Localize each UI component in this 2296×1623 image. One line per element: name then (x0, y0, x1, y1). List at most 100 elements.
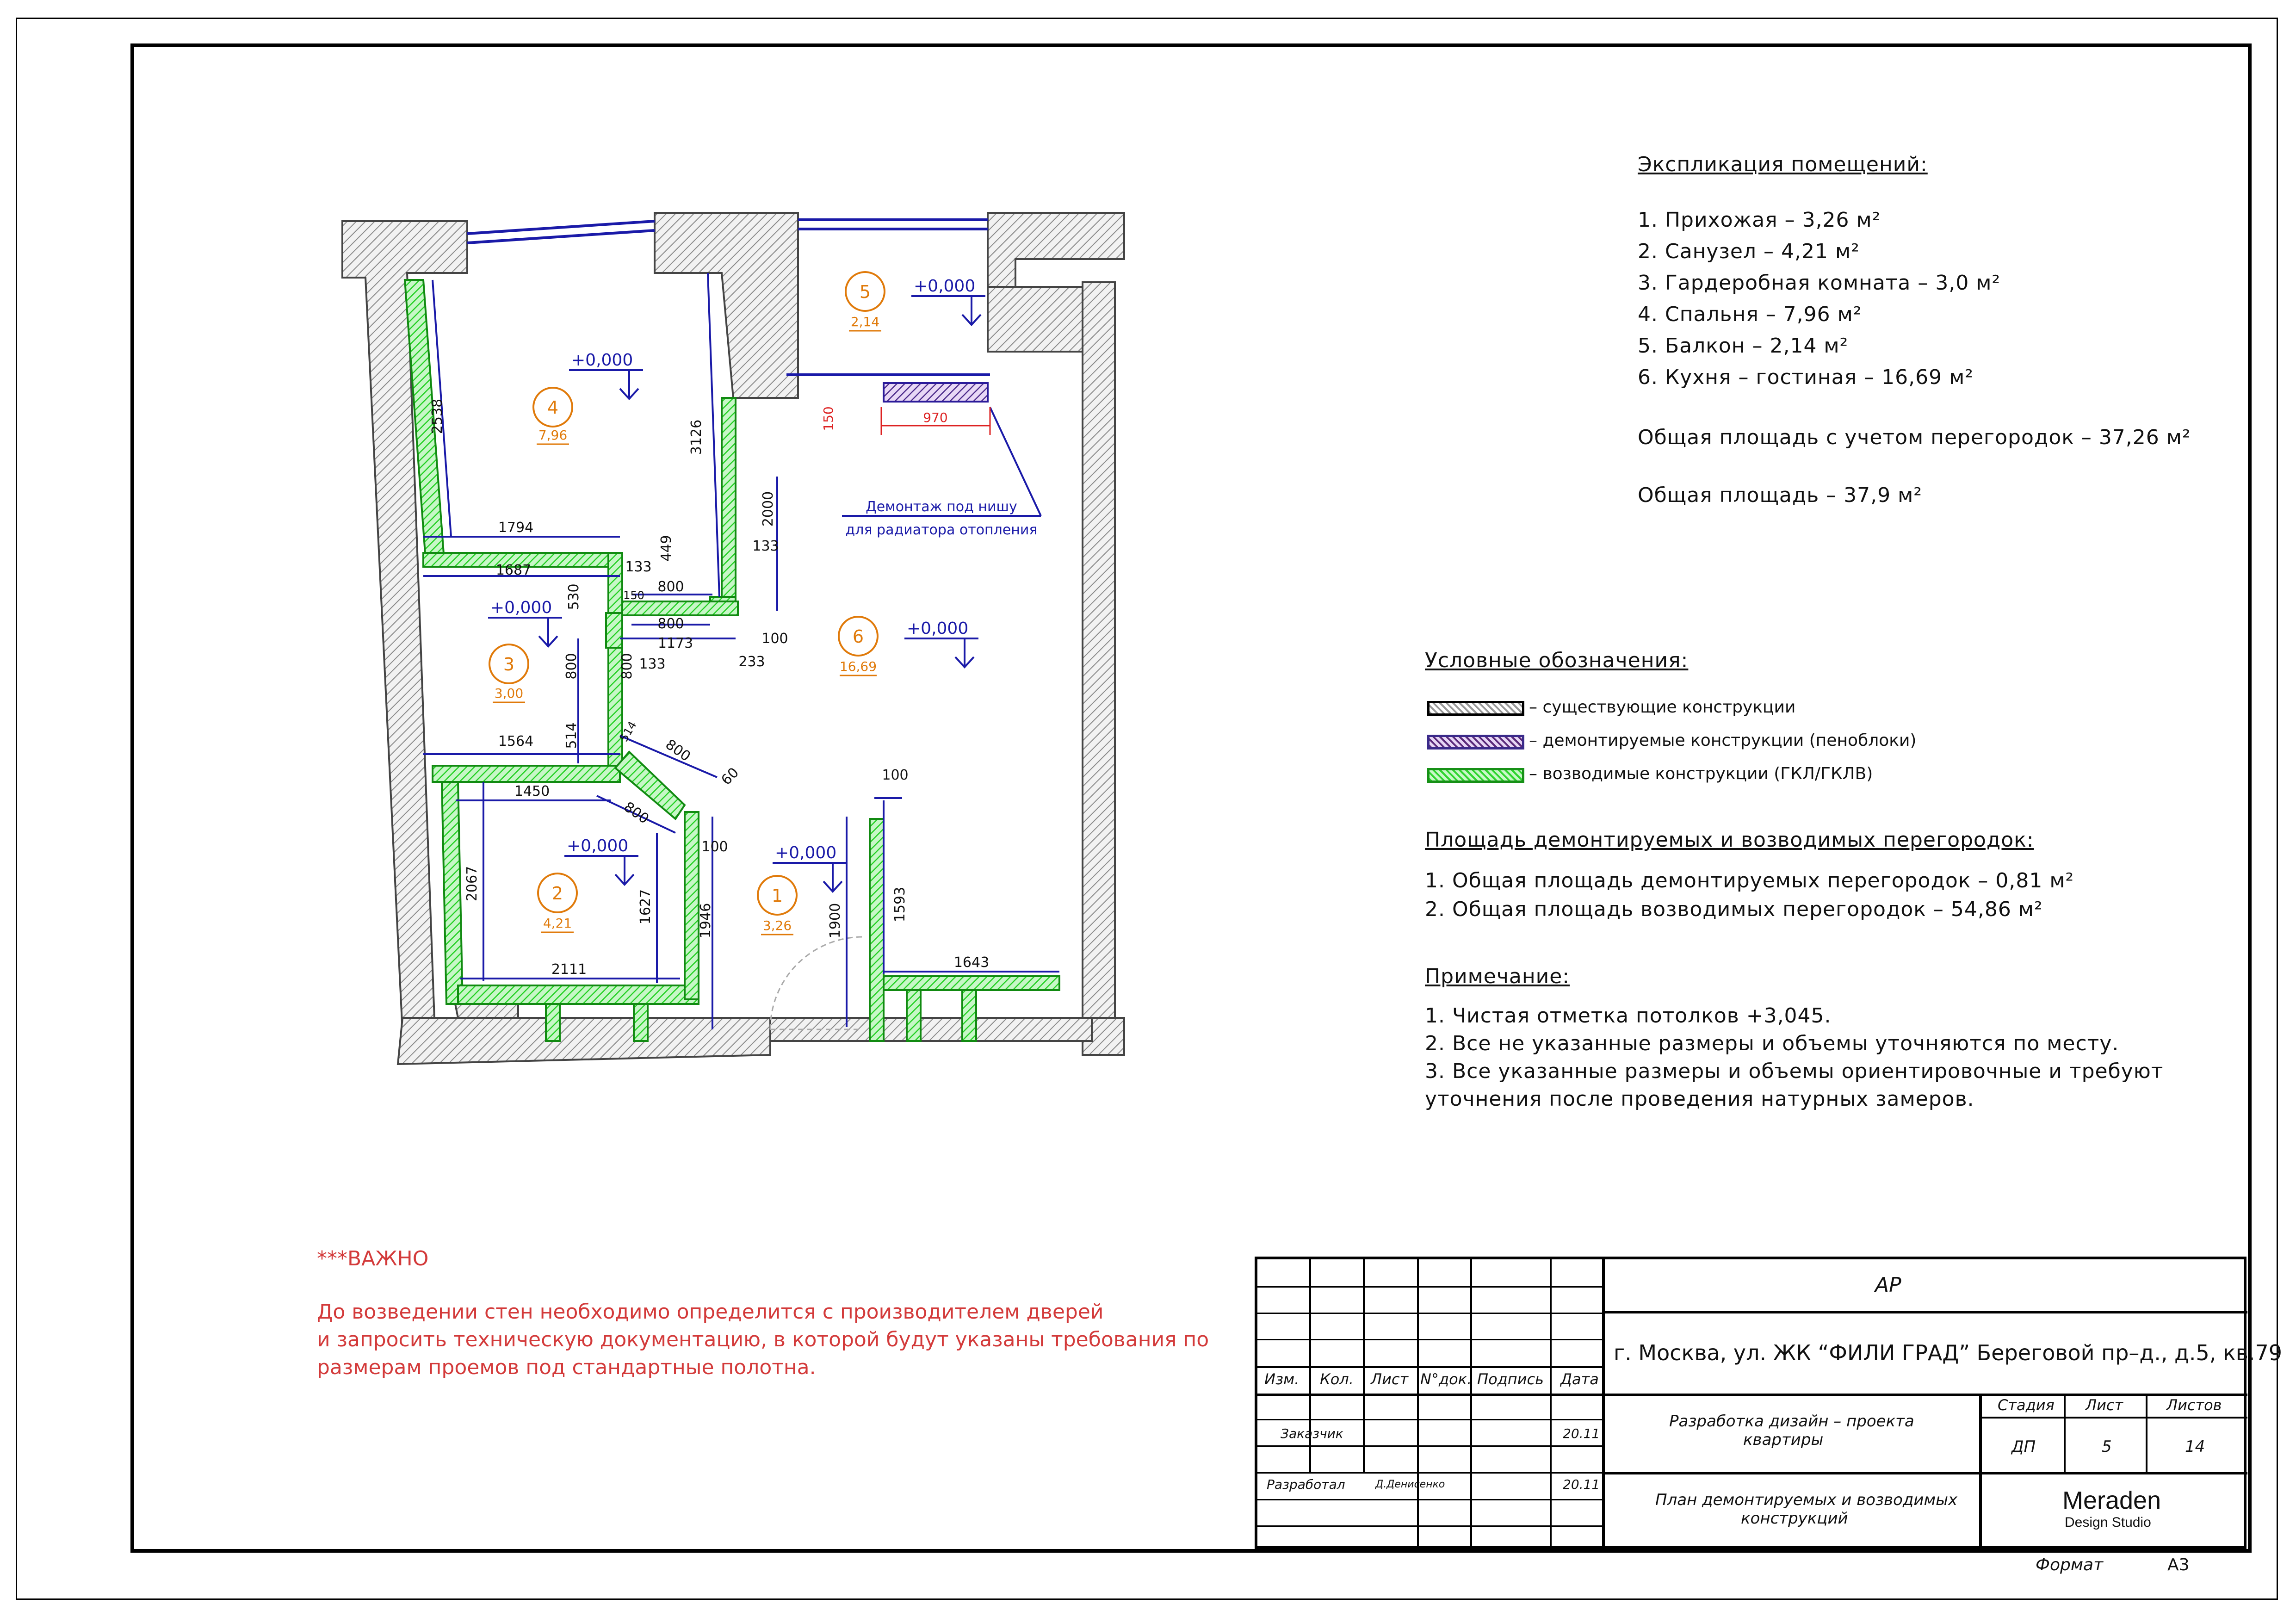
tb-sheet: 5 (2102, 1437, 2112, 1456)
tb-customer-date: 20.11 (1563, 1426, 1600, 1441)
tb-developer-label: Разработал (1267, 1477, 1345, 1492)
windows (467, 218, 990, 376)
level-mark-5: +0,000 (911, 277, 985, 326)
legend-demolished-swatch (1427, 735, 1524, 750)
dim-233: 233 (738, 654, 765, 670)
tb-sheet-title-1: План демонтируемых и возводимых (1655, 1491, 1958, 1509)
note-item: 1. Чистая отметка потолков +3,045. (1425, 1004, 1832, 1028)
dim-2000: 2000 (760, 491, 776, 527)
svg-text:+0,000: +0,000 (490, 598, 552, 617)
explication-item: 3. Гардеробная комната – 3,0 м² (1638, 271, 2001, 295)
dim-1900: 1900 (827, 903, 843, 938)
dim-970: 970 (923, 410, 947, 425)
room-marker-4 (532, 387, 573, 427)
tb-code: АР (1875, 1273, 1901, 1297)
level-mark-2: +0,000 (564, 836, 638, 886)
dim-1627: 1627 (637, 889, 654, 924)
dim-1564: 1564 (498, 733, 533, 750)
format-value: А3 (2167, 1555, 2190, 1574)
tb-developer-name: Д.Денисенко (1375, 1479, 1445, 1490)
tb-header-izm: Изм. (1264, 1370, 1300, 1388)
dim-530: 530 (566, 583, 582, 610)
dim-100a: 100 (761, 631, 788, 647)
dim-2111: 2111 (551, 961, 587, 978)
dim-150: 150 (623, 589, 644, 602)
level-mark-1: +0,000 (773, 843, 847, 893)
explication-title: Экспликация помещений: (1638, 153, 1928, 176)
tb-header-date: Дата (1560, 1370, 1599, 1388)
level-mark-3: +0,000 (488, 598, 562, 648)
dim-514a: 514 (563, 722, 580, 749)
dim-60: 60 (718, 764, 742, 788)
dim-3126: 3126 (688, 420, 705, 455)
explication-item: 1. Прихожая – 3,26 м² (1638, 208, 1881, 232)
legend-demolished-label: – демонтируемые конструкции (пеноблоки) (1529, 731, 1917, 750)
note-item: уточнения после проведения натурных заме… (1425, 1087, 1974, 1111)
tb-address: г. Москва, ул. ЖК “ФИЛИ ГРАД” Береговой … (1614, 1340, 2283, 1365)
radiator-note-line2: для радиатора отопления (846, 522, 1038, 538)
dim-133a: 133 (625, 559, 651, 575)
warning-title: ***ВАЖНО (317, 1247, 429, 1270)
tb-developer-date: 20.11 (1563, 1477, 1600, 1492)
room-num-1: 1 (772, 886, 783, 906)
tb-sheets: 14 (2185, 1437, 2205, 1456)
explication-item: 2. Санузел – 4,21 м² (1638, 240, 1860, 263)
explication-item: 6. Кухня – гостиная – 16,69 м² (1638, 365, 1974, 389)
dim-1593: 1593 (892, 887, 908, 922)
level-marks: +0,000 +0,000 +0,000 +0,000 +0,000 +0,00… (488, 277, 985, 893)
dim-2067: 2067 (464, 866, 480, 901)
warning-line: и запросить техническую документацию, в … (317, 1328, 1209, 1351)
dim-800c: 800 (563, 653, 580, 679)
note-item: 3. Все указанные размеры и объемы ориент… (1425, 1059, 2164, 1083)
dim-150-red: 150 (821, 406, 836, 431)
room-area-5: 2,14 (851, 314, 879, 329)
partitions-item: 1. Общая площадь демонтируемых перегород… (1425, 869, 2074, 892)
level-mark-6: +0,000 (904, 619, 978, 669)
partitions-item: 2. Общая площадь возводимых перегородок … (1425, 898, 2043, 921)
tb-sheet-title-2: конструкций (1741, 1509, 1848, 1528)
svg-text:+0,000: +0,000 (907, 619, 968, 638)
room-marker-5 (845, 271, 885, 312)
room-area-6: 16,69 (840, 659, 877, 674)
outer-frame (16, 18, 2278, 1600)
radiator-leader (842, 407, 1042, 517)
tb-header-sign: Подпись (1477, 1370, 1544, 1388)
svg-text:+0,000: +0,000 (567, 836, 628, 855)
legend-existing-swatch (1427, 701, 1524, 716)
room-num-5: 5 (860, 282, 871, 302)
room-area-3: 3,00 (495, 686, 523, 701)
dim-1946: 1946 (698, 903, 714, 938)
notes-title: Примечание: (1425, 965, 1570, 988)
demolished-block (883, 382, 989, 403)
dim-800d: 800 (619, 653, 635, 679)
room-marker-2 (537, 873, 578, 913)
erected-partitions (403, 279, 1060, 1042)
tb-stage-label: Стадия (1998, 1396, 2055, 1414)
room-marker-6 (838, 616, 879, 657)
explication-item: 4. Спальня – 7,96 м² (1638, 303, 1862, 326)
dimension-lines (423, 273, 1059, 1029)
svg-text:+0,000: +0,000 (914, 277, 975, 296)
legend-erected-label: – возводимые конструкции (ГКЛ/ГКЛВ) (1529, 764, 1873, 783)
dim-133b: 133 (752, 538, 779, 554)
dim-800a: 800 (657, 579, 684, 595)
room-markers: 4 7,96 5 2,14 3 3,00 6 16,69 2 4,21 1 3,… (489, 271, 885, 935)
tb-header-doc: N°док. (1420, 1370, 1472, 1388)
tb-header-list: Лист (1371, 1370, 1409, 1388)
tb-header-kol: Кол. (1320, 1370, 1354, 1388)
partitions-title: Площадь демонтируемых и возводимых перег… (1425, 828, 2034, 852)
warning-line: До возведении стен необходимо определитс… (317, 1300, 1104, 1324)
room-marker-3 (489, 644, 529, 684)
room-num-4: 4 (547, 397, 558, 418)
tb-sheets-label: Листов (2166, 1396, 2222, 1414)
company-sub: Design Studio (2065, 1515, 2151, 1530)
legend-erected-swatch (1427, 768, 1524, 783)
tb-project-title-2: квартиры (1743, 1431, 1824, 1449)
room-num-3: 3 (503, 654, 514, 675)
room-marker-1 (757, 875, 798, 916)
dim-2538: 2538 (429, 399, 446, 434)
drawing-frame (130, 43, 2252, 1553)
radiator-note-line1: Демонтаж под нишу (866, 499, 1017, 515)
company-logo: Meraden (2062, 1487, 2161, 1514)
